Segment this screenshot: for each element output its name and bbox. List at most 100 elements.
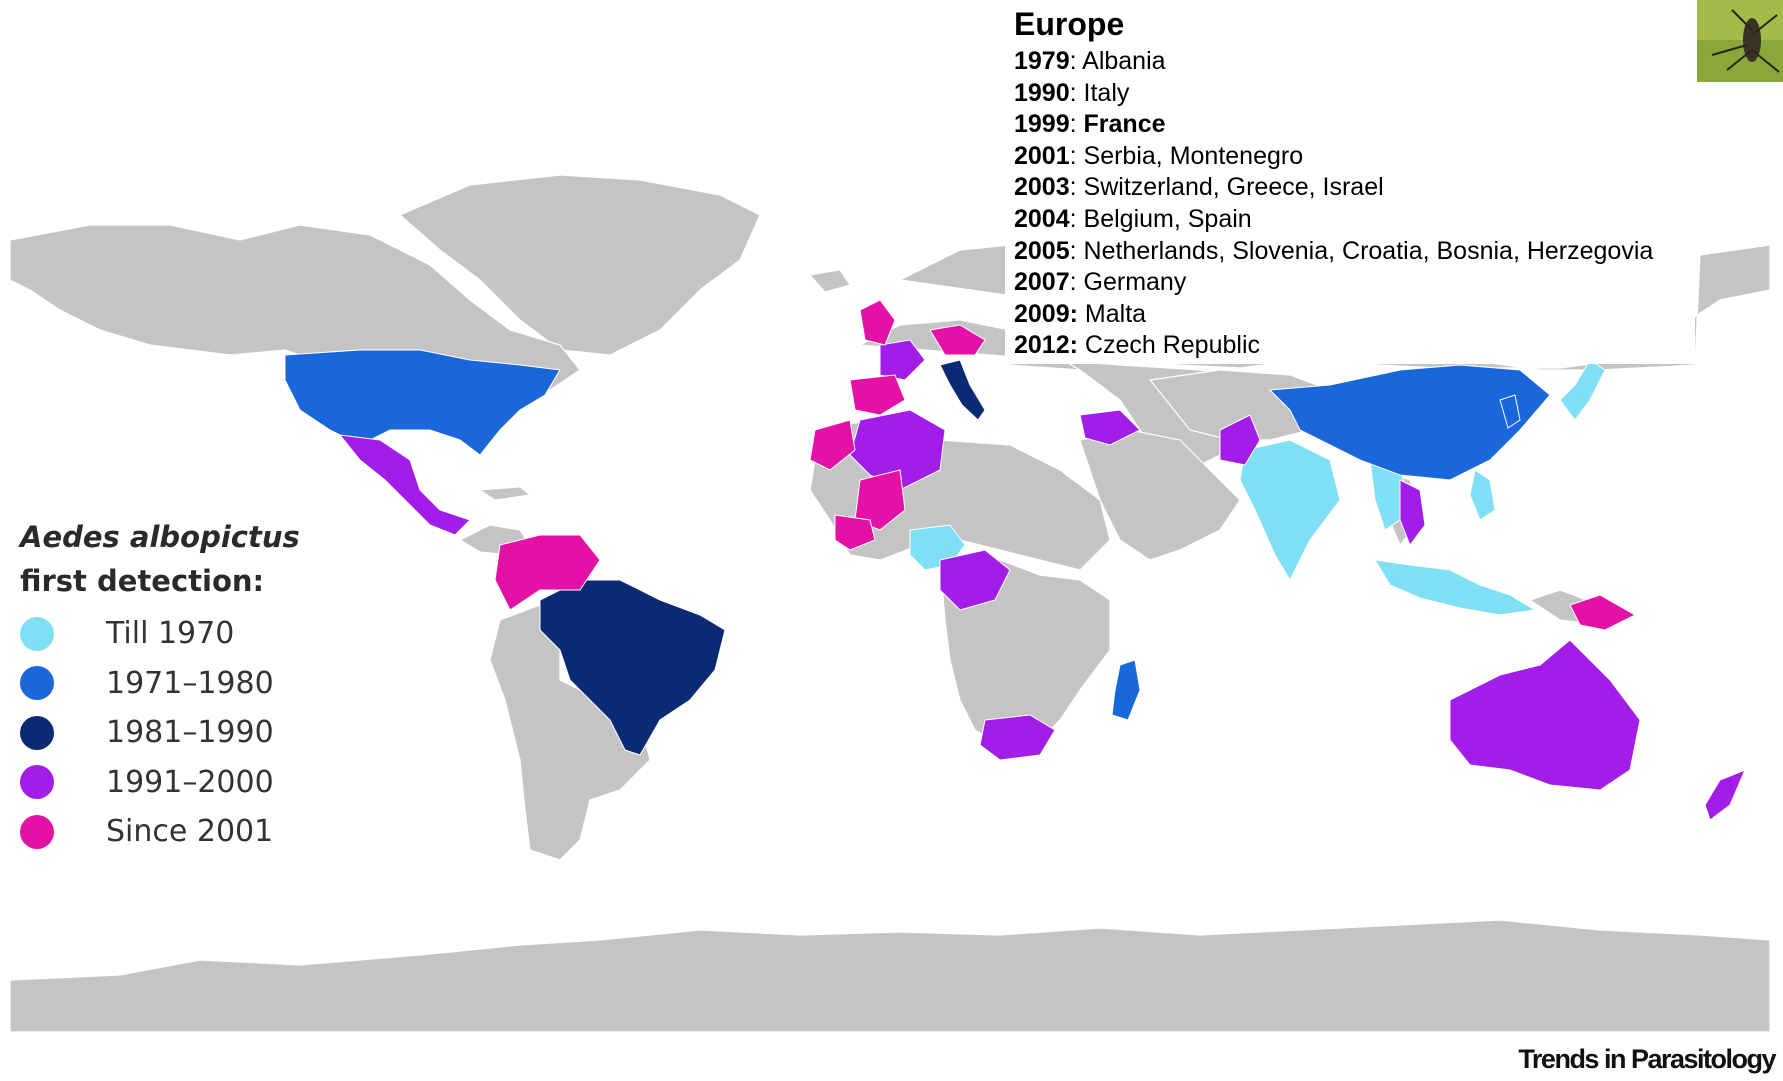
region-africa-central xyxy=(939,559,1111,746)
region-middle-east xyxy=(1079,429,1241,561)
region-france xyxy=(879,339,926,381)
europe-entry-year: 2004 xyxy=(1014,204,1070,233)
europe-entry-year: 2001 xyxy=(1014,141,1070,170)
region-cuba xyxy=(478,486,532,501)
legend-label: Since 2001 xyxy=(106,814,274,850)
legend-item: Till 1970 xyxy=(20,609,320,659)
region-korea xyxy=(1499,394,1521,429)
europe-entry: 1990: Italy xyxy=(1014,78,1695,110)
category-1971-1980 xyxy=(284,349,1551,721)
legend-label: 1981–1990 xyxy=(106,715,274,751)
region-indonesia xyxy=(1374,559,1537,616)
journal-credit: Trends in Parasitology xyxy=(1518,1044,1776,1074)
europe-entry-countries: Italy xyxy=(1083,78,1130,107)
region-madagascar xyxy=(1111,659,1141,721)
legend-title: Aedes albopictus first detection: xyxy=(20,515,320,603)
europe-entry: 2001: Serbia, Montenegro xyxy=(1014,141,1695,173)
europe-entry-separator xyxy=(1078,300,1085,328)
region-png xyxy=(1569,594,1637,631)
europe-entry-separator: : xyxy=(1069,110,1084,139)
europe-entry-separator xyxy=(1078,331,1085,359)
europe-entry-year: 2003 xyxy=(1014,173,1070,202)
region-philippines xyxy=(1469,469,1496,521)
region-algeria xyxy=(849,409,946,491)
europe-entry-countries: Netherlands, Slovenia, Croatia, Bosnia, … xyxy=(1083,236,1654,265)
legend-item: 1971–1980 xyxy=(20,659,320,709)
region-pakistan xyxy=(1219,414,1261,466)
legend-swatch xyxy=(20,814,54,849)
europe-entry-year: 2007 xyxy=(1014,268,1070,297)
europe-entry-separator: : xyxy=(1069,47,1083,75)
region-new-zealand xyxy=(1704,769,1746,821)
region-australia xyxy=(1449,639,1641,791)
europe-entry-countries: Serbia, Montenegro xyxy=(1083,141,1304,170)
mosquito-icon xyxy=(1697,0,1783,82)
europe-entry-separator: : xyxy=(1069,173,1084,202)
europe-entry-countries: Malta xyxy=(1084,299,1147,328)
region-iceland xyxy=(809,269,851,293)
legend-item: Since 2001 xyxy=(20,807,320,857)
region-italy xyxy=(939,359,986,421)
category-till-1970 xyxy=(909,359,1606,616)
legend-item: 1981–1990 xyxy=(20,708,320,758)
europe-entry: 1999: France xyxy=(1014,109,1695,141)
europe-entry: 2004: Belgium, Spain xyxy=(1014,204,1695,236)
region-antarctica xyxy=(9,919,1771,1033)
europe-entry: 2012: Czech Republic xyxy=(1014,330,1695,362)
europe-entry-separator: : xyxy=(1069,78,1084,107)
legend-label: 1971–1980 xyxy=(106,665,274,701)
europe-entry: 2009: Malta xyxy=(1014,299,1695,331)
europe-entry-countries: Germany xyxy=(1083,268,1187,297)
europe-entry-year: 1979 xyxy=(1014,47,1070,75)
region-japan xyxy=(1559,359,1606,421)
legend-title-species: Aedes albopictus xyxy=(20,520,300,554)
region-germany-alps xyxy=(929,324,986,356)
region-usa xyxy=(284,349,561,456)
region-south-america xyxy=(489,604,651,861)
europe-title: Europe xyxy=(1014,6,1125,42)
region-iran xyxy=(1079,409,1141,446)
region-morocco xyxy=(809,419,856,471)
legend-title-subtitle: first detection: xyxy=(20,564,265,598)
legend-label: 1991–2000 xyxy=(106,764,274,800)
europe-entry-separator: : xyxy=(1069,236,1084,265)
land-islands xyxy=(478,269,851,501)
europe-entry: 2007: Germany xyxy=(1014,267,1695,299)
europe-entry-separator: : xyxy=(1069,141,1084,170)
region-mali xyxy=(854,469,906,531)
europe-entry: 2003: Switzerland, Greece, Israel xyxy=(1014,172,1695,204)
legend-swatch xyxy=(20,666,54,701)
category-1981-1990 xyxy=(539,359,986,756)
legend-item: 1991–2000 xyxy=(20,758,320,808)
europe-entry-countries: Czech Republic xyxy=(1084,331,1260,360)
map-legend: Aedes albopictus first detection: Till 1… xyxy=(20,515,320,857)
europe-entry-year: 1999 xyxy=(1014,110,1070,139)
europe-entry-year: 2009: xyxy=(1014,299,1078,328)
category-1991-2000 xyxy=(338,339,1746,821)
europe-entry-countries: France xyxy=(1083,110,1166,139)
region-greenland xyxy=(398,174,761,356)
region-drc xyxy=(939,549,1011,611)
europe-entry-countries: Switzerland, Greece, Israel xyxy=(1083,173,1384,202)
legend-swatch xyxy=(20,715,54,750)
region-west-africa xyxy=(834,514,876,551)
legend-swatch xyxy=(20,616,54,651)
mosquito-photo xyxy=(1697,0,1783,82)
region-brazil xyxy=(539,579,726,756)
europe-entry-separator: : xyxy=(1069,204,1084,233)
europe-entry: 2005: Netherlands, Slovenia, Croatia, Bo… xyxy=(1014,236,1695,268)
region-china xyxy=(1268,364,1551,481)
legend-label: Till 1970 xyxy=(106,616,235,652)
legend-swatch xyxy=(20,765,54,800)
europe-entry-separator: : xyxy=(1069,268,1084,297)
region-vietnam xyxy=(1399,479,1426,547)
region-south-africa xyxy=(979,714,1056,761)
region-mexico xyxy=(338,434,471,536)
region-india xyxy=(1239,439,1341,582)
europe-entry-year: 1990 xyxy=(1014,78,1070,107)
europe-entry-year: 2005 xyxy=(1014,236,1070,265)
europe-entry: 1979: Albania xyxy=(1014,46,1695,78)
